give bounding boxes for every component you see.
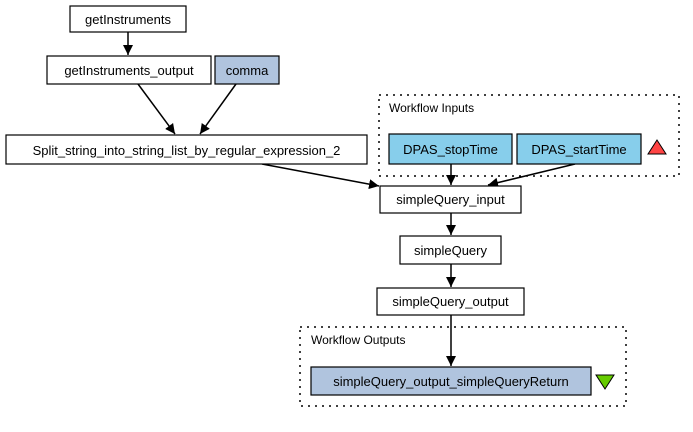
node-simplequery-label: simpleQuery bbox=[414, 243, 487, 258]
node-getInstruments-label: getInstruments bbox=[85, 12, 171, 27]
node-simplequery[interactable]: simpleQuery bbox=[399, 235, 502, 265]
node-simplequery-output-label: simpleQuery_output bbox=[392, 294, 509, 309]
edge-comma-to-split bbox=[199, 83, 237, 135]
cluster-workflow-inputs: Workflow Inputs bbox=[378, 94, 680, 177]
node-split-string[interactable]: Split_string_into_string_list_by_regular… bbox=[5, 134, 368, 165]
cluster-outputs-label: Workflow Outputs bbox=[311, 333, 405, 347]
triangle-up-icon bbox=[647, 139, 667, 155]
edges bbox=[123, 32, 576, 366]
node-dpas-starttime[interactable]: DPAS_startTime bbox=[516, 133, 642, 165]
node-dpas-stoptime-label: DPAS_stopTime bbox=[403, 142, 498, 157]
cluster-inputs-label: Workflow Inputs bbox=[389, 101, 474, 115]
node-comma[interactable]: comma bbox=[214, 55, 280, 85]
node-getInstruments[interactable]: getInstruments bbox=[69, 5, 187, 33]
node-split-string-label: Split_string_into_string_list_by_regular… bbox=[33, 143, 341, 158]
edge-starttime-to-sqinput bbox=[487, 163, 576, 188]
node-simplequery-input-label: simpleQuery_input bbox=[396, 192, 505, 207]
node-simplequery-return[interactable]: simpleQuery_output_simpleQueryReturn bbox=[310, 366, 592, 396]
cluster-workflow-outputs: Workflow Outputs bbox=[299, 326, 627, 407]
edge-split-to-sqinput bbox=[261, 163, 380, 190]
node-simplequery-input[interactable]: simpleQuery_input bbox=[379, 185, 522, 214]
node-simplequery-output[interactable]: simpleQuery_output bbox=[376, 287, 525, 316]
node-dpas-stoptime[interactable]: DPAS_stopTime bbox=[388, 133, 513, 165]
node-dpas-starttime-label: DPAS_startTime bbox=[531, 142, 626, 157]
node-getInstruments-output-label: getInstruments_output bbox=[64, 63, 194, 78]
node-comma-label: comma bbox=[226, 63, 269, 78]
node-getInstruments-output[interactable]: getInstruments_output bbox=[46, 55, 212, 85]
node-simplequery-return-label: simpleQuery_output_simpleQueryReturn bbox=[333, 374, 569, 389]
triangle-down-icon bbox=[595, 374, 615, 390]
edge-output-to-split bbox=[137, 83, 176, 135]
